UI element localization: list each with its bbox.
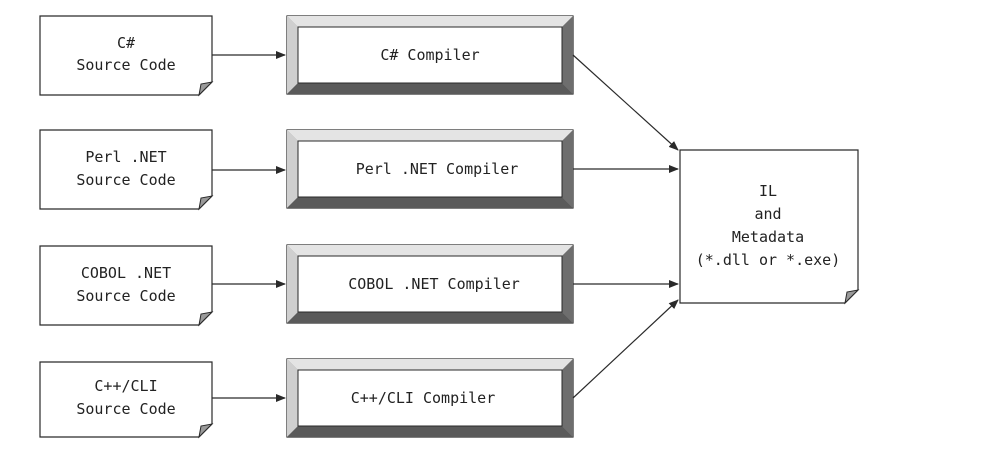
arrow-compiler-to-il <box>572 299 679 399</box>
compiler-label: C++/CLI Compiler <box>351 389 496 407</box>
compiler-box-perl-net: Perl .NET Compiler <box>286 129 574 209</box>
source-line2: Source Code <box>76 56 175 74</box>
arrow-compiler-to-il <box>572 54 679 151</box>
compiler-label: C# Compiler <box>380 46 479 64</box>
source-doc-cobol-net: COBOL .NET Source Code <box>39 245 214 327</box>
source-line2: Source Code <box>76 287 175 305</box>
compiler-box-csharp: C# Compiler <box>286 15 574 95</box>
source-doc-perl-net: Perl .NET Source Code <box>39 129 214 211</box>
compiler-box-cobol-net: COBOL .NET Compiler <box>286 244 574 324</box>
il-line4: (*.dll or *.exe) <box>696 251 841 269</box>
source-line1: C# <box>117 34 135 52</box>
il-line2: and <box>754 205 781 223</box>
il-line1: IL <box>759 182 777 200</box>
source-line1: COBOL .NET <box>81 264 171 282</box>
source-doc-cpp-cli: C++/CLI Source Code <box>39 361 214 439</box>
compiler-box-cpp-cli: C++/CLI Compiler <box>286 358 574 438</box>
il-metadata-doc: IL and Metadata (*.dll or *.exe) <box>679 149 860 305</box>
compiler-label: Perl .NET Compiler <box>356 160 519 178</box>
compiler-label: COBOL .NET Compiler <box>348 275 520 293</box>
source-doc-csharp: C# Source Code <box>39 15 214 97</box>
source-line1: C++/CLI <box>94 377 157 395</box>
source-line2: Source Code <box>76 400 175 418</box>
source-line2: Source Code <box>76 171 175 189</box>
il-line3: Metadata <box>732 228 804 246</box>
source-line1: Perl .NET <box>85 148 166 166</box>
